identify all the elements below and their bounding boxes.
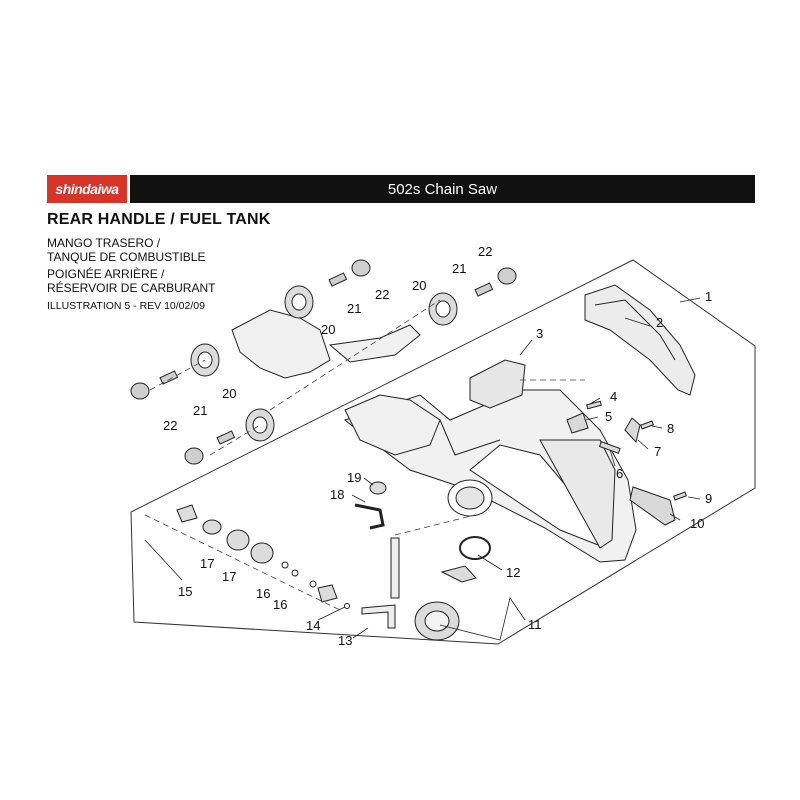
callout-13: 13 <box>338 633 352 648</box>
subtitle-es-2: TANQUE DE COMBUSTIBLE <box>47 250 206 264</box>
small-parts-right <box>566 400 687 526</box>
callout-21b: 21 <box>452 261 466 276</box>
subtitle-fr-1: POIGNÉE ARRIÈRE / <box>47 267 165 281</box>
callout-9: 9 <box>705 491 712 506</box>
callout-12: 12 <box>506 565 520 580</box>
callout-22b: 22 <box>478 244 492 259</box>
bolts-and-caps <box>130 259 517 465</box>
product-title: 502s Chain Saw <box>387 180 498 198</box>
handle-brackets <box>231 309 441 456</box>
callout-21c: 21 <box>193 403 207 418</box>
subtitle-fr-2: RÉSERVOIR DE CARBURANT <box>47 281 216 295</box>
part-3-bracket <box>469 359 526 409</box>
callout-18: 18 <box>330 487 344 502</box>
callout-19: 19 <box>347 470 361 485</box>
callout-3: 3 <box>536 326 543 341</box>
callout-11: 11 <box>528 617 542 632</box>
solid-leader-lines <box>144 297 701 641</box>
callout-labels: 1 2 3 4 5 6 7 8 9 10 11 12 13 14 15 16 1… <box>163 244 712 648</box>
callout-7: 7 <box>654 444 661 459</box>
callout-22c: 22 <box>163 418 177 433</box>
callout-20b: 20 <box>412 278 426 293</box>
illustration-revision: ILLUSTRATION 5 - REV 10/02/09 <box>47 300 205 312</box>
callout-1: 1 <box>705 289 712 304</box>
anti-vibration-springs <box>190 285 458 442</box>
section-title: REAR HANDLE / FUEL TANK <box>47 211 271 228</box>
callout-14: 14 <box>306 618 320 633</box>
callout-2: 2 <box>656 315 663 330</box>
brand-logo: shindaiwa <box>47 175 130 203</box>
callout-17b: 17 <box>222 569 236 584</box>
callout-5: 5 <box>605 409 612 424</box>
parts-boundary <box>130 259 756 645</box>
dashed-leader-lines <box>144 299 585 611</box>
callout-16a: 16 <box>256 586 270 601</box>
callout-16b: 16 <box>273 597 287 612</box>
callout-15: 15 <box>178 584 192 599</box>
callout-20c: 20 <box>222 386 236 401</box>
callout-10: 10 <box>690 516 704 531</box>
callout-21a: 21 <box>347 301 361 316</box>
fuel-system-parts <box>354 481 491 641</box>
callout-4: 4 <box>610 389 617 404</box>
subtitle-es-1: MANGO TRASERO / <box>47 236 161 250</box>
header-bar <box>47 175 755 203</box>
callout-6: 6 <box>616 466 623 481</box>
brand-logo-text: shindaiwa <box>55 181 119 197</box>
left-small-parts <box>176 504 350 609</box>
callout-8: 8 <box>667 421 674 436</box>
callout-17a: 17 <box>200 556 214 571</box>
handle-cover <box>584 284 696 396</box>
callout-20a: 20 <box>321 322 335 337</box>
callout-22a: 22 <box>375 287 389 302</box>
